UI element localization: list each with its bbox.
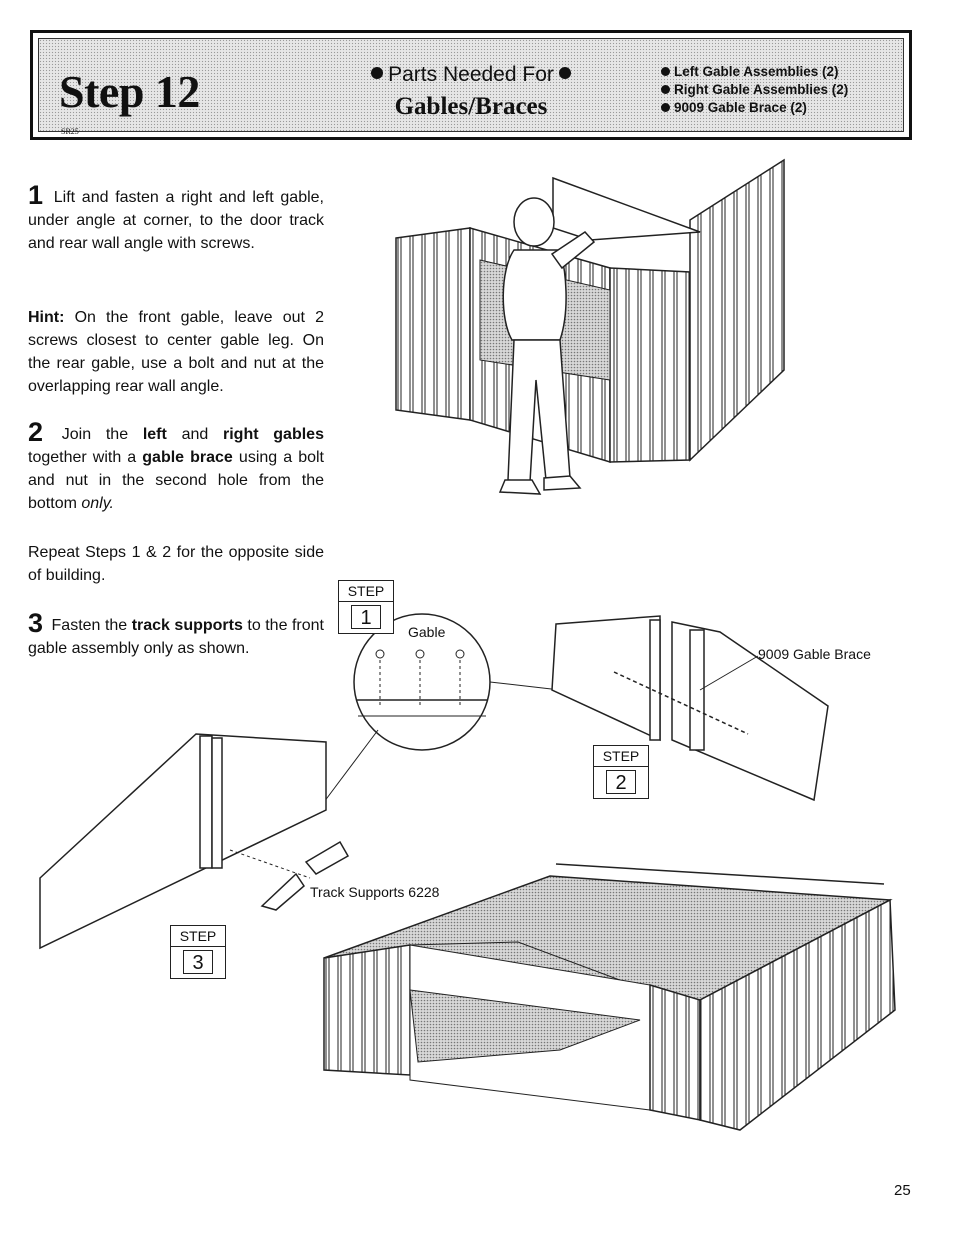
- parts-list-item: Right Gable Assemblies (2): [661, 81, 848, 99]
- repeat-note: Repeat Steps 1 & 2 for the opposite side…: [28, 544, 324, 584]
- parts-list-item: 9009 Gable Brace (2): [661, 99, 848, 117]
- bullet-icon: [661, 66, 670, 76]
- parts-needed-label: Parts Needed For: [388, 63, 554, 86]
- instruction-text: Lift and fasten a right and left gable, …: [28, 189, 324, 252]
- bullet-icon: [661, 102, 670, 112]
- instruction-step-3: 3 Fasten the track supports to the front…: [28, 610, 324, 660]
- instruction-emphasis: right gables: [223, 426, 324, 443]
- section-title: Gables/Braces: [394, 93, 548, 120]
- top-scene-gable-panel: [552, 176, 701, 241]
- parts-list-item: Left Gable Assemblies (2): [661, 63, 848, 81]
- bottom-shed: [323, 863, 896, 1131]
- hint-label: Hint:: [28, 309, 65, 326]
- step-box-number: 1: [351, 605, 381, 629]
- step-number: 3: [28, 608, 44, 638]
- instruction-step-1: 1 Lift and fasten a right and left gable…: [28, 182, 324, 255]
- part-label: Right Gable Assemblies (2): [674, 82, 849, 97]
- step-box-3: STEP 3: [170, 925, 226, 979]
- detail-circle: [317, 613, 561, 811]
- instruction-emphasis: only.: [81, 495, 114, 512]
- hint-paragraph: Hint: On the front gable, leave out 2 sc…: [28, 306, 324, 398]
- instruction-step-2: 2 Join the left and right gables togethe…: [28, 419, 325, 515]
- gable-brace-label: 9009 Gable Brace: [758, 646, 871, 662]
- track-support-diagram: [39, 733, 350, 950]
- bullet-icon: [558, 67, 571, 80]
- step-box-1: STEP 1: [338, 580, 394, 634]
- gable-label: Gable: [408, 624, 446, 640]
- header-panel: Step 12 SR25 Parts Needed For Gables/Bra…: [38, 38, 904, 136]
- instruction-text: Join the: [61, 426, 129, 443]
- step-header: Step 12 SR25 Parts Needed For Gables/Bra…: [30, 30, 912, 140]
- part-label: 9009 Gable Brace (2): [674, 100, 807, 115]
- page-number: 25: [894, 1182, 911, 1199]
- part-label: Left Gable Assemblies (2): [674, 64, 839, 79]
- instruction-text: together with a: [28, 449, 137, 466]
- step-number: 2: [28, 417, 44, 447]
- instruction-text: Fasten the: [51, 617, 128, 634]
- instruction-text: and: [181, 426, 209, 443]
- step-title: Step 12: [59, 66, 200, 117]
- worker-figure: [498, 197, 596, 495]
- instruction-emphasis: gable brace: [142, 449, 233, 466]
- track-supports-label: Track Supports 6228: [310, 884, 440, 900]
- step-box-label: STEP: [594, 746, 648, 767]
- step-box-number: 2: [606, 770, 636, 794]
- parts-list: Left Gable Assemblies (2) Right Gable As…: [661, 63, 848, 117]
- bullet-icon: [661, 84, 670, 94]
- hint-text: On the front gable, leave out 2 screws c…: [28, 309, 324, 395]
- step-box-label: STEP: [171, 926, 225, 947]
- instruction-emphasis: left: [142, 426, 167, 443]
- page-code: SR25: [61, 127, 79, 136]
- bullet-icon: [371, 67, 384, 80]
- parts-needed-heading: Parts Needed For: [361, 63, 581, 87]
- step-number: 1: [28, 180, 44, 210]
- step-box-label: STEP: [339, 581, 393, 602]
- step-box-number: 3: [183, 950, 213, 974]
- instruction-text: using a bolt and nut in the second hole …: [28, 449, 325, 512]
- instruction-emphasis: track supports: [131, 617, 243, 634]
- step-box-2: STEP 2: [593, 745, 649, 799]
- instruction-text: to the front gable assembly only as show…: [28, 617, 324, 657]
- gable-brace-diagram: [551, 615, 829, 802]
